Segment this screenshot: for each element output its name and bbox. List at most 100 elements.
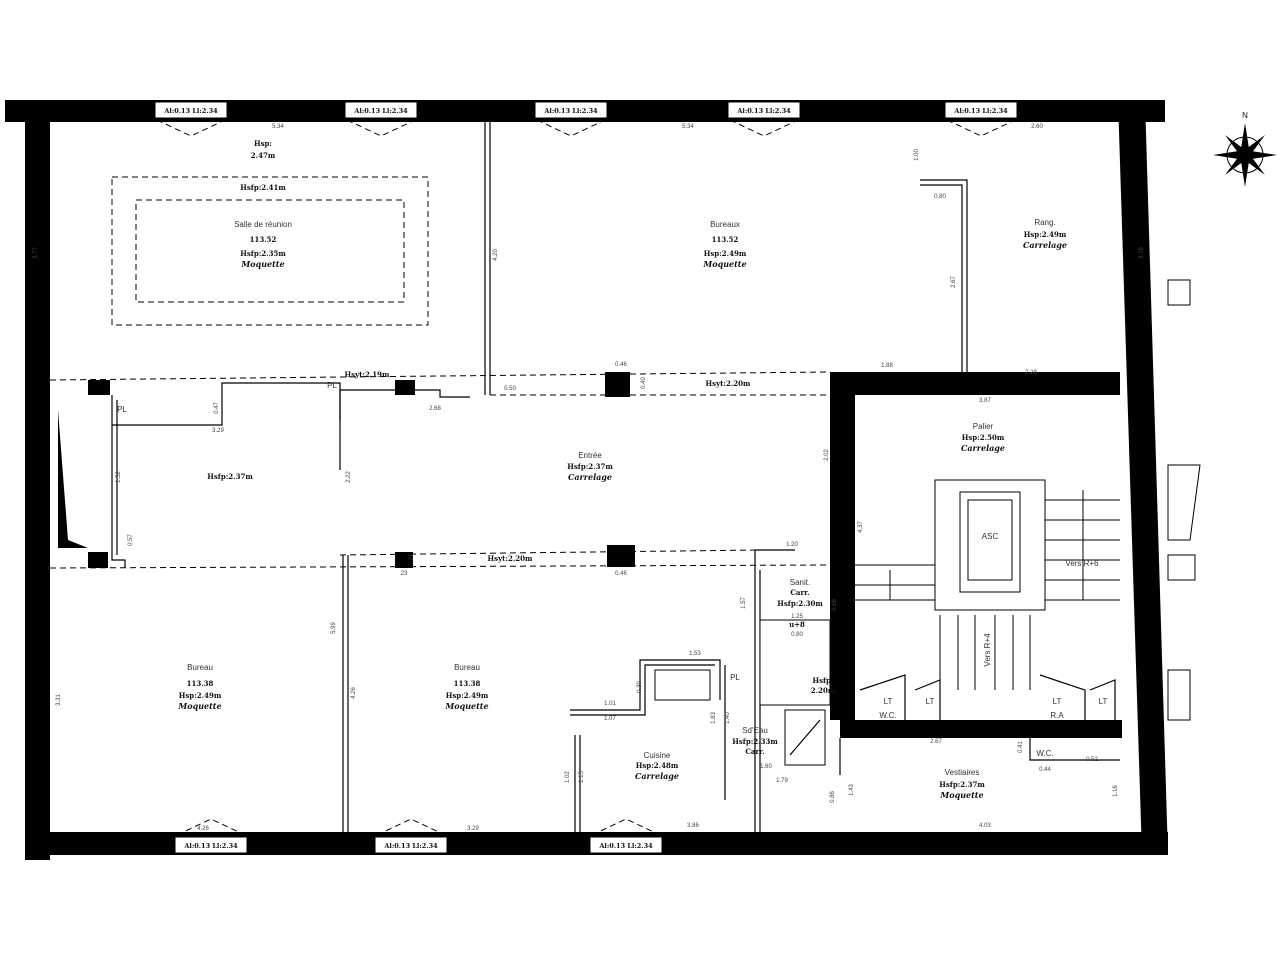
window: Al:0.13 Ll:2.34 [374, 818, 448, 854]
dimension-label: 1.07 [604, 716, 616, 722]
window-label: Al:0.13 Ll:2.34 [598, 842, 653, 850]
dimension-label: 2.28 [1025, 370, 1037, 376]
dimension-label: 3.29 [212, 428, 224, 434]
stairs-down-label: Vers R+4 [983, 633, 992, 667]
dimension-label: 1.79 [776, 778, 788, 784]
dimension-label: 23 [401, 571, 408, 577]
dimension-label: 3.31 [56, 694, 62, 706]
label: Hsfp:2.35m [240, 249, 286, 258]
room-labels: Hsp: 2.47m Hsfp:2.41m Salle de réunion 1… [177, 139, 1099, 800]
label: Hsp:2.49m [704, 249, 747, 258]
dimension-label: 1.02 [565, 771, 571, 783]
small-label: W.C. [879, 711, 896, 720]
dimension-label: 0.57 [128, 534, 134, 546]
dimension-label: 4.03 [979, 823, 991, 829]
dimension-label: 0.80 [934, 194, 946, 200]
floor-type: Moquette [444, 701, 488, 711]
window-label: Al:0.13 Ll:2.34 [953, 107, 1008, 115]
room-name: Vestiaires [945, 768, 980, 777]
label: Hsfp:2.37m [567, 462, 613, 471]
label: Hsfp:2.30m [777, 599, 823, 608]
floor-type: Carrelage [635, 771, 679, 781]
label: Hsp:2.48m [636, 761, 679, 770]
room-name: Entrée [578, 451, 602, 460]
north-compass-icon: N [1213, 111, 1277, 187]
label: Hsp:2.49m [1024, 230, 1067, 239]
area-badge: 113.52 [250, 235, 277, 244]
label: Hsyt:2.19m [345, 370, 390, 379]
dimension-label: 1.20 [786, 542, 798, 548]
room-name: Cuisine [644, 751, 671, 760]
ceiling-outline-outer [111, 176, 429, 326]
window: Al:0.13 Ll:2.34 [534, 101, 608, 137]
ceiling-outline-inner [135, 199, 405, 303]
room-name: Bureaux [710, 220, 740, 229]
label: Hsp:2.50m [962, 433, 1005, 442]
small-label: LT [926, 697, 935, 706]
small-label: R.A [1050, 711, 1064, 720]
dimension-label: 3.86 [687, 823, 699, 829]
dimension-label: 0.80 [791, 632, 803, 638]
floor-type: Moquette [240, 259, 284, 269]
window-label: Al:0.13 Ll:2.34 [543, 107, 598, 115]
label: Hsfp:2.41m [240, 183, 286, 192]
label: Hsyt:2.20m [706, 379, 751, 388]
dimension-label: 2.67 [930, 739, 942, 745]
dimension-label: 0.41 [1018, 741, 1024, 753]
small-label: W.C. [1036, 749, 1053, 758]
label: Hsp: [254, 139, 272, 148]
dimension-label: 1.40 [725, 712, 731, 724]
dimension-label: 5.34 [682, 124, 694, 130]
area-badge: 113.38 [187, 679, 214, 688]
floor-type: Carrelage [1023, 240, 1067, 250]
window: Al:0.13 Ll:2.34 [944, 101, 1018, 137]
room-name: Palier [973, 422, 994, 431]
dimension-label: 0.66 [832, 599, 838, 611]
window: Al:0.13 Ll:2.34 [727, 101, 801, 137]
small-label: LT [884, 697, 893, 706]
floor-type: Carr. [745, 747, 764, 756]
area-badge: 113.52 [712, 235, 739, 244]
dimension-label: 1.52 [116, 471, 122, 483]
label: Hsfp:2.33m [732, 737, 778, 746]
dimension-label: 0.86 [830, 791, 836, 803]
dimension-label: 21 [409, 553, 415, 560]
small-label: PL [117, 405, 127, 414]
dimension-label: 3.77 [33, 247, 39, 259]
window-label: Al:0.13 Ll:2.34 [353, 107, 408, 115]
dimension-label: 0.46 [615, 571, 627, 577]
window-label: Al:0.13 Ll:2.34 [736, 107, 791, 115]
label: 2.47m [251, 151, 276, 160]
small-label: LT [1053, 697, 1062, 706]
room-name: Sanit. [790, 578, 810, 587]
floor-type: Moquette [702, 259, 746, 269]
room-name: Salle de réunion [234, 220, 292, 229]
dimension-label: 2.60 [1031, 124, 1043, 130]
area-badge: 113.38 [454, 679, 481, 688]
dimension-label: 4.26 [351, 687, 357, 699]
window-label: Al:0.13 Ll:2.34 [383, 842, 438, 850]
dimension-label: 0.44 [1039, 767, 1051, 773]
window: Al:0.13 Ll:2.34 [154, 101, 228, 137]
dimension-label: 1.88 [881, 363, 893, 369]
dimension-label: 3.29 [467, 826, 479, 832]
window-label: Al:0.13 Ll:2.34 [163, 107, 218, 115]
dimension-label: 1.15 [579, 771, 585, 783]
window: Al:0.13 Ll:2.34 [174, 818, 248, 854]
label: Hsp:2.49m [446, 691, 489, 700]
floor-type: Carr. [790, 588, 809, 597]
label: u+8 [789, 620, 805, 629]
floor-type: Moquette [177, 701, 221, 711]
dimension-label: 0.52 [1086, 757, 1098, 763]
dimension-label: 4.37 [858, 521, 864, 533]
dimension-label: 0.40 [641, 377, 647, 389]
label: Hsfp:2.37m [939, 780, 985, 789]
dimension-label: 0.50 [504, 386, 516, 392]
dimension-label: 5.99 [331, 622, 337, 634]
room-name: Sd'Eau [742, 726, 768, 735]
dimension-label: 1.43 [849, 784, 855, 796]
small-label: PL [730, 673, 740, 682]
dimension-label: 3.76 [1139, 247, 1145, 259]
